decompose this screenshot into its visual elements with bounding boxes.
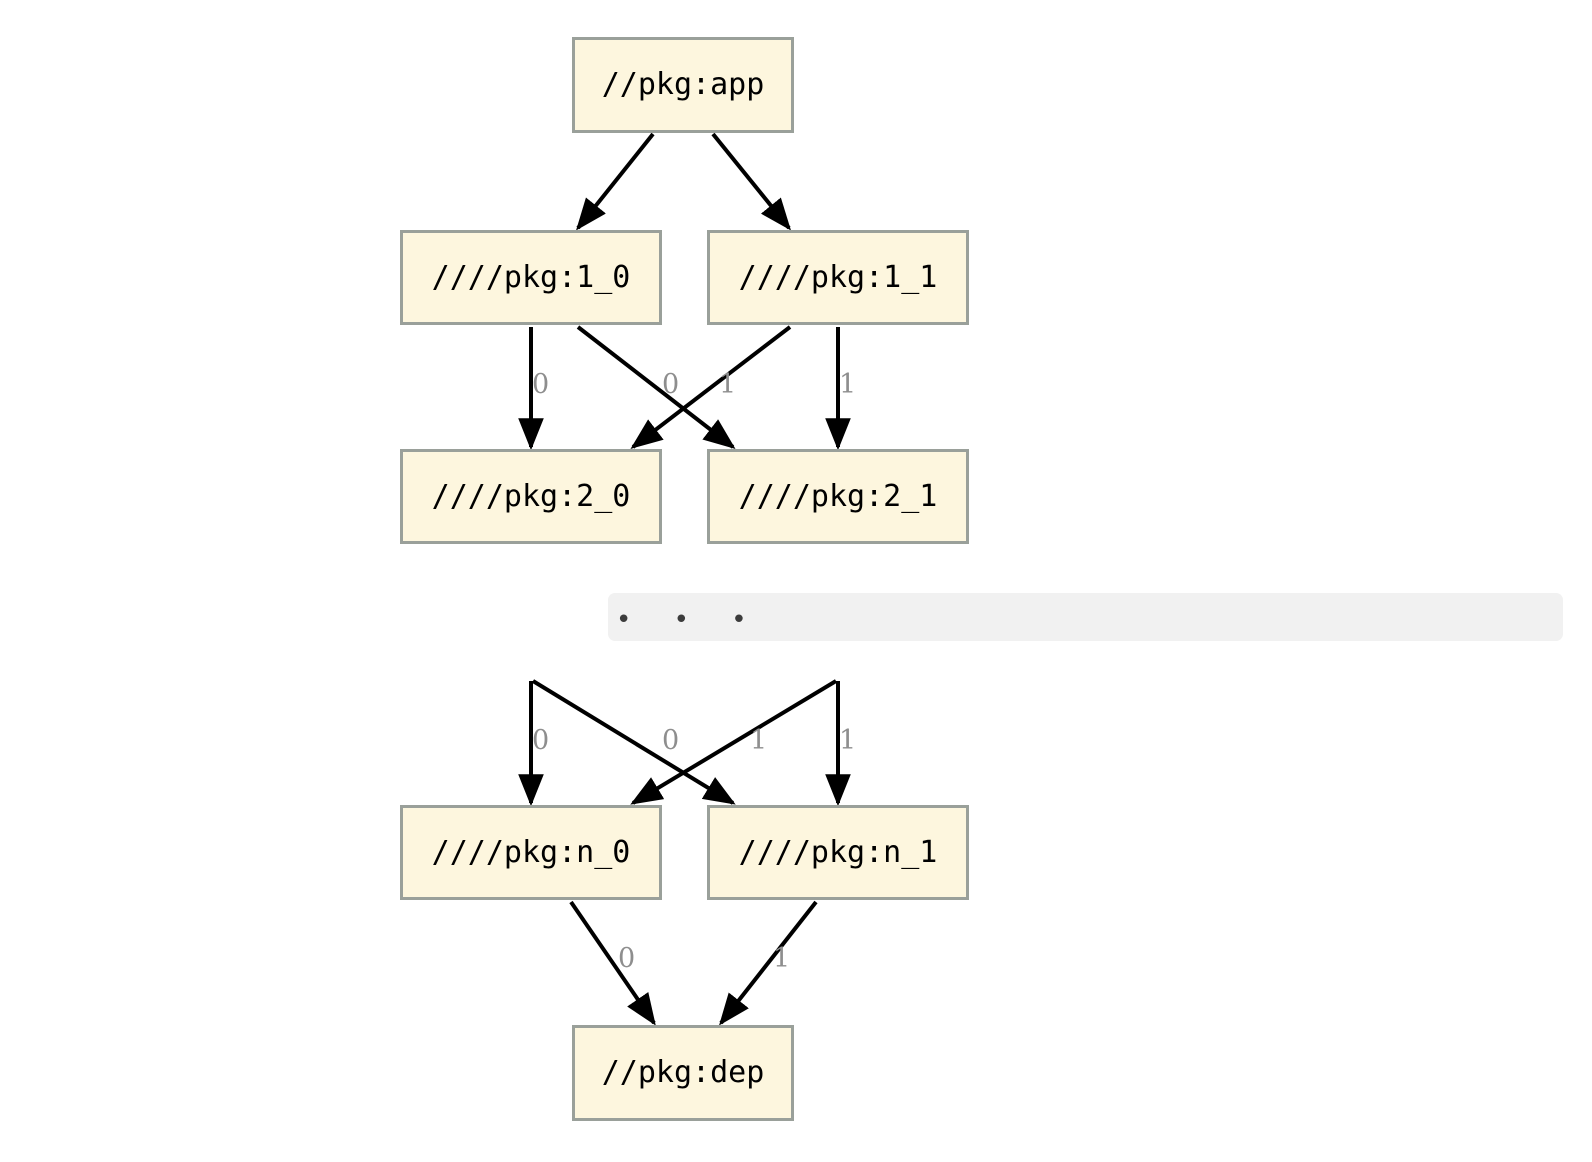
edge-label-1_1-to-2_0: 1 [719,369,737,400]
node-label: ////pkg:2_0 [431,478,631,514]
edge-1_1-to-2_0 [630,325,792,449]
node-label: ////pkg:n_0 [431,834,631,870]
edge-n_1-to-dep [719,900,818,1026]
edge-n_0-to-dep [569,900,656,1026]
node-nn_1[interactable]: ////pkg:n_1 [707,805,969,900]
node-label: ////pkg:1_0 [431,259,631,295]
edge-label-1_0-to-2_0: 0 [532,369,550,400]
edge-label-open-to-n_0: 0 [532,725,550,756]
node-label: ////pkg:2_1 [738,478,938,514]
edge-label-open2-to-n_1: 1 [839,725,857,756]
node-dep[interactable]: //pkg:dep [572,1025,794,1121]
edge-label-open2-to-n_0: 1 [750,725,768,756]
ellipsis-dots: • • • [616,605,764,635]
edge-label-1_0-to-2_1: 0 [662,369,680,400]
edge-label-n_0-to-dep: 0 [618,943,636,974]
node-app[interactable]: //pkg:app [572,37,794,133]
edge-1_0-to-2_1 [576,325,736,449]
node-label: //pkg:dep [601,1055,765,1090]
node-n2_0[interactable]: ////pkg:2_0 [400,449,662,544]
node-n2_1[interactable]: ////pkg:2_1 [707,449,969,544]
node-label: ////pkg:1_1 [738,259,938,295]
node-nn_0[interactable]: ////pkg:n_0 [400,805,662,900]
edge-open-to-n_1 [531,679,736,805]
edge-app-to-1_0 [576,132,655,231]
ellipsis-band: • • • [608,593,1563,641]
edge-label-n_1-to-dep: 1 [773,943,791,974]
node-label: ////pkg:n_1 [738,834,938,870]
edge-label-open-to-n_1: 0 [662,725,680,756]
node-n1_1[interactable]: ////pkg:1_1 [707,230,969,325]
edge-app-to-1_1 [711,132,792,231]
edge-label-1_1-to-2_1: 1 [839,369,857,400]
edge-open2-to-n_0 [630,679,838,805]
edge-group [518,132,851,1026]
node-n1_0[interactable]: ////pkg:1_0 [400,230,662,325]
node-label: //pkg:app [601,67,765,102]
